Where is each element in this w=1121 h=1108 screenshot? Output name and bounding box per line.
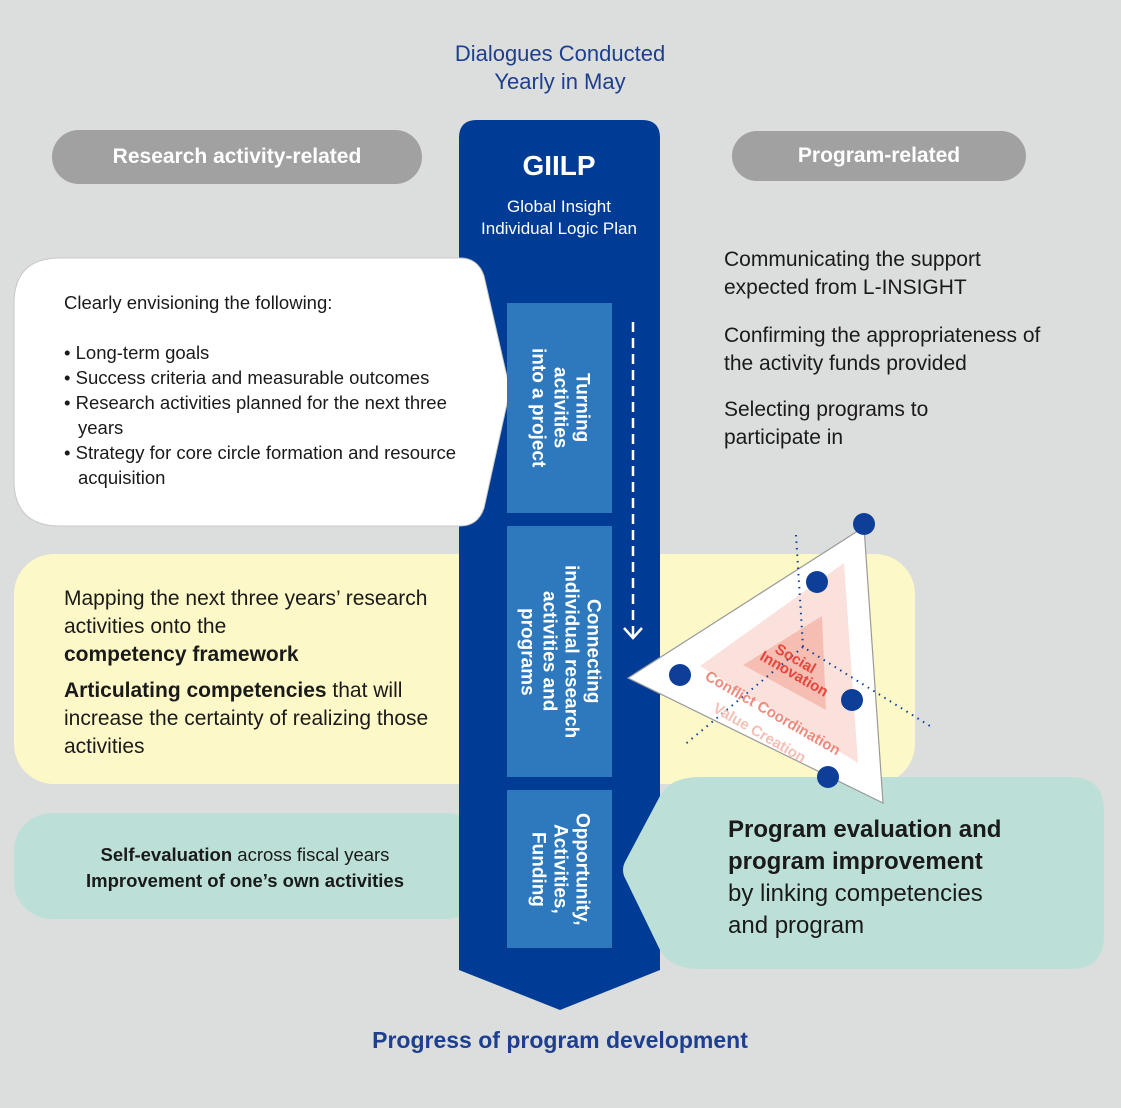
left-teal-box-text: Self-evaluation across fiscal years Impr… — [30, 842, 460, 894]
yellow-p2-bold: Articulating competencies — [64, 679, 327, 702]
triangle-node — [841, 689, 863, 711]
triangle-node — [806, 571, 828, 593]
teal-line-1: Self-evaluation across fiscal years — [30, 842, 460, 868]
bullet-item: • Strategy for core circle formation and… — [64, 442, 457, 488]
step-1: Turning activities into a project — [507, 303, 612, 513]
bullet-item: • Research activities planned for the ne… — [64, 392, 447, 438]
yellow-p1-text: Mapping the next three years’ research a… — [64, 587, 428, 638]
pill-program-related: Program-related — [732, 131, 1026, 181]
right-teal-text-1: by linking competencies — [728, 880, 983, 907]
left-white-box — [13, 257, 511, 527]
giilp-subtitle: Global Insight Individual Logic Plan — [459, 196, 659, 240]
step-2: Connecting individual research activitie… — [507, 526, 612, 777]
right-item-2: Confirming the appropriateness of the ac… — [724, 324, 1041, 375]
yellow-box-text: Mapping the next three years’ research a… — [64, 585, 454, 769]
yellow-p1-bold: competency framework — [64, 643, 299, 666]
teal-line-1-bold: Self-evaluation — [100, 844, 233, 865]
triangle-node — [853, 513, 875, 535]
step-2-label: Connecting individual research activitie… — [516, 564, 604, 739]
right-teal-bold-1: Program evaluation and — [728, 816, 1002, 843]
bullet-item: • Long-term goals — [64, 342, 210, 363]
yellow-paragraph-1: Mapping the next three years’ research a… — [64, 585, 454, 669]
header-line-1: Dialogues Conducted — [454, 41, 666, 66]
yellow-p2-text: that will increase the certainty of real… — [64, 679, 429, 758]
giilp-subtitle-line-2: Individual Logic Plan — [481, 219, 637, 238]
right-item-1: Communicating the support expected from … — [724, 248, 981, 299]
step-1-label: Turning activities into a project — [527, 348, 593, 468]
white-box-intro: Clearly envisioning the following: — [64, 292, 333, 313]
right-teal-box — [623, 777, 1104, 969]
step-box-3 — [507, 790, 612, 948]
teal-line-2-bold: Improvement of one’s own activities — [86, 870, 404, 891]
step-box-1 — [507, 303, 612, 513]
teal-line-2: Improvement of one’s own activities — [30, 868, 460, 894]
dialogue-header: Dialogues Conducted Yearly in May — [400, 40, 720, 96]
competency-triangle: Social Innovation Conflict Coordination … — [626, 513, 931, 804]
right-item-3: Selecting programs to participate in — [724, 398, 929, 449]
progress-footer-label: Progress of program development — [372, 1027, 748, 1053]
right-teal-text-2: and program — [728, 912, 865, 939]
arrow-head-icon — [623, 627, 643, 640]
yellow-paragraph-2: Articulating competencies that will incr… — [64, 677, 454, 761]
giilp-title: GIILP — [522, 150, 596, 181]
left-white-box-text: Clearly envisioning the following: • Lon… — [64, 290, 474, 490]
step-3-label: Opportunity, Activities, Funding — [527, 812, 593, 926]
header-line-2: Yearly in May — [494, 69, 626, 94]
right-teal-bold-2: program improvement — [728, 848, 983, 875]
giilp-subtitle-line-1: Global Insight — [507, 197, 611, 216]
left-teal-box — [14, 813, 484, 919]
pill-research-activity: Research activity-related — [52, 130, 422, 184]
right-teal-box-text: Program evaluation and program improveme… — [728, 814, 1088, 942]
triangle-node — [817, 766, 839, 788]
step-box-2 — [507, 526, 612, 777]
bullet-item: • Success criteria and measurable outcom… — [64, 367, 430, 388]
step-3: Opportunity, Activities, Funding — [507, 790, 612, 948]
teal-line-1-text: across fiscal years — [232, 844, 390, 865]
triangle-node — [669, 664, 691, 686]
white-box-bullets: • Long-term goals • Success criteria and… — [64, 340, 474, 490]
